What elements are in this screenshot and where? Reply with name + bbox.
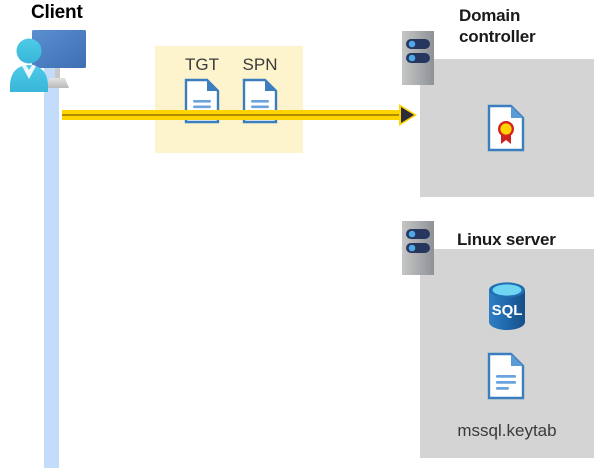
token-tgt-label: TGT — [185, 55, 219, 74]
arrow-right-icon — [62, 110, 407, 120]
domain-controller-title-line1: Domain — [459, 6, 521, 25]
sql-database-icon: SQL — [485, 281, 529, 331]
client-user-monitor-icon — [6, 26, 88, 98]
arrow-line-core — [62, 114, 407, 116]
server-rack-icon — [402, 31, 434, 85]
certificate-document-icon — [487, 104, 525, 152]
token-spn-label: SPN — [242, 55, 278, 74]
arrow-head-fill — [401, 107, 414, 123]
client-label: Client — [31, 2, 83, 23]
linux-server-title: Linux server — [457, 230, 556, 249]
domain-controller-title: Domain controller — [459, 5, 589, 47]
svg-text:SQL: SQL — [492, 302, 523, 319]
keytab-document-icon — [487, 352, 525, 400]
client-lifeline — [44, 68, 59, 468]
server-rack-icon — [402, 221, 434, 275]
message-token-box — [155, 46, 303, 153]
domain-controller-title-line2: controller — [459, 27, 536, 46]
keytab-file-label: mssql.keytab — [457, 421, 557, 440]
